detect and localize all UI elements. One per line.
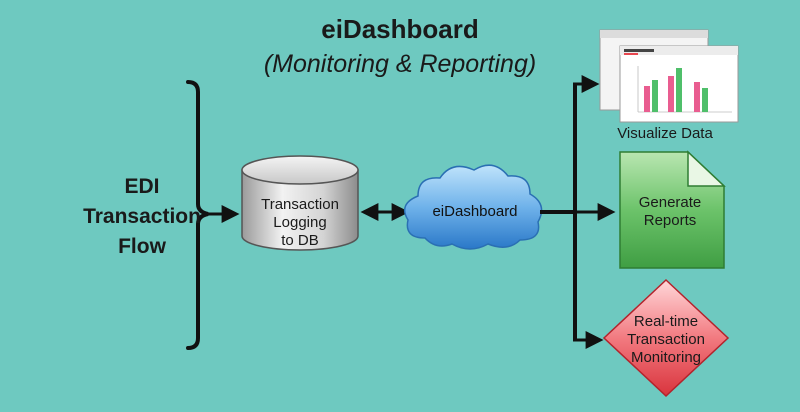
cloud-label: eiDashboard	[432, 203, 518, 220]
generate-reports-label: Generate Reports	[622, 194, 718, 230]
reports-line-2: Reports	[643, 212, 697, 229]
database-label: Transaction Logging to DB	[244, 196, 356, 250]
bar-chart-window-icon	[599, 29, 739, 123]
database-line-3: to DB	[281, 232, 319, 249]
database-line-1: Transaction	[261, 196, 339, 213]
title-prefix: ei	[321, 14, 343, 44]
visualize-data-label: Visualize Data	[617, 125, 713, 142]
edi-flow-line-2: Transaction	[83, 205, 201, 228]
monitoring-line-3: Monitoring	[630, 349, 702, 366]
monitoring-label: Real-time Transaction Monitoring	[606, 313, 726, 367]
title-main: Dashboard	[342, 14, 479, 44]
warning-diamond-icon	[602, 278, 730, 398]
edi-flow-label: EDI Transaction Flow	[72, 172, 212, 262]
database-line-2: Logging	[273, 214, 327, 231]
edi-flow-line-1: EDI	[124, 175, 160, 198]
page-subtitle: (Monitoring & Reporting)	[263, 50, 537, 78]
cloud-icon	[403, 164, 543, 250]
document-icon	[619, 150, 726, 269]
database-cylinder-icon	[241, 155, 359, 251]
monitoring-line-2: Transaction	[627, 331, 705, 348]
reports-line-1: Generate	[638, 194, 702, 211]
edi-flow-line-3: Flow	[118, 235, 166, 258]
monitoring-line-1: Real-time	[633, 313, 699, 330]
page-title: eiDashboard	[230, 14, 570, 45]
